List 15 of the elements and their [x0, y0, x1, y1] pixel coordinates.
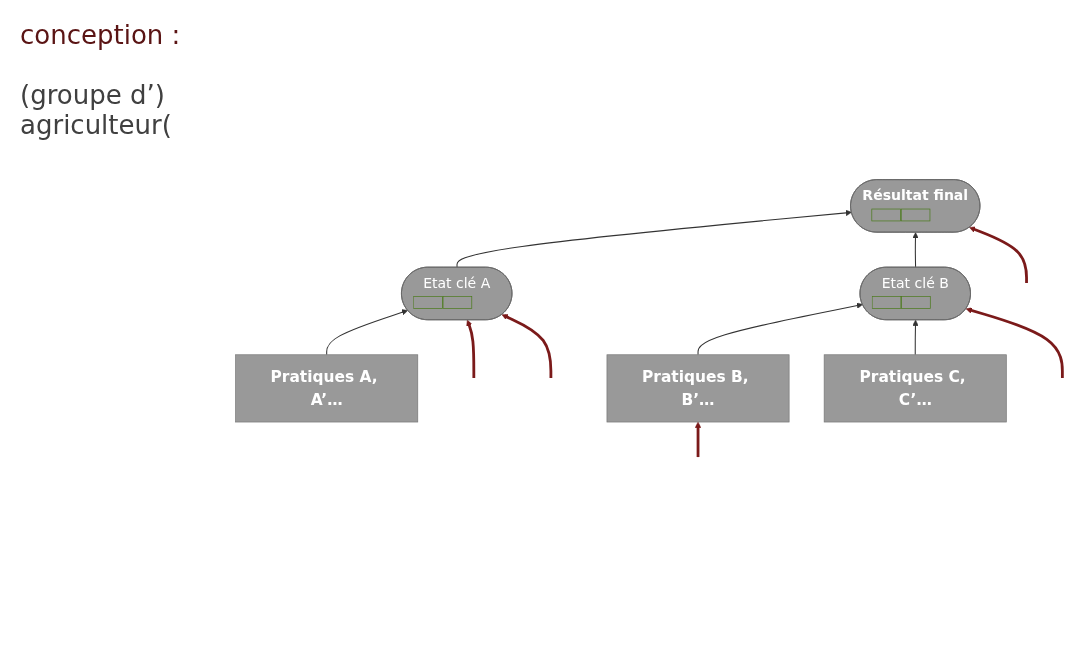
- node-box: Pratiques B, B’…: [606, 354, 790, 423]
- arrow: [501, 314, 553, 379]
- node-box: Pratiques C, C’…: [823, 354, 1007, 423]
- arrow: [466, 319, 476, 379]
- arrow: [697, 302, 863, 356]
- arrow: [456, 209, 852, 269]
- arrow: [694, 421, 702, 458]
- note-text: (groupe d’) agriculteur(: [20, 80, 173, 140]
- heading-text: conception :: [20, 20, 182, 50]
- node-box: Pratiques A, A’…: [235, 354, 419, 423]
- arrow: [965, 307, 1064, 379]
- arrow: [326, 309, 408, 356]
- arrow: [912, 232, 919, 269]
- arrow: [969, 226, 1028, 284]
- arrow: [912, 319, 919, 356]
